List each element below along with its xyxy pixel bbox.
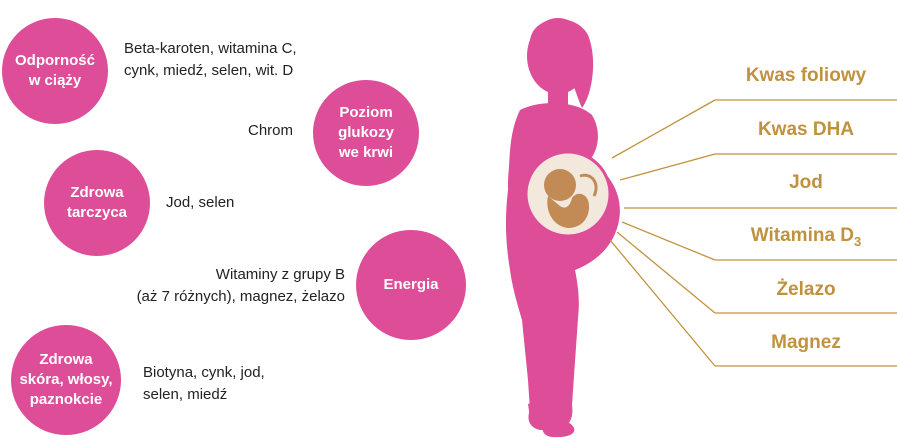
nutrient-witamina-d3-sub: 3 (854, 233, 862, 249)
desc-glukoza: Chrom (248, 122, 294, 139)
circle-tarczyca-label: Zdrowa tarczyca (66, 184, 128, 221)
circle-energia: Energia (356, 230, 466, 340)
desc-odpornosc: Beta-karoten, witamina C, cynk, miedź, s… (124, 40, 297, 79)
circle-skora: Zdrowa skóra, włosy, paznokcie (11, 325, 121, 435)
desc-skora: Biotyna, cynk, jod, selen, miedź (143, 364, 265, 403)
nutrient-kwas-foliowy: Kwas foliowy (745, 65, 867, 86)
nutrient-zelazo: Żelazo (776, 279, 836, 300)
nutrient-kwas-dha: Kwas DHA (757, 119, 855, 140)
circle-glukoza-label: Poziom glukozy we krwi (338, 104, 394, 161)
circle-energia-label: Energia (383, 276, 439, 293)
desc-energia: Witaminy z grupy B (aż 7 różnych), magne… (136, 266, 345, 305)
circle-odpornosc: Odporność w ciąży (2, 18, 108, 124)
nutrient-jod: Jod (789, 172, 823, 193)
nutrient-magnez: Magnez (771, 332, 841, 353)
circle-skora-label: Zdrowa skóra, włosy, paznokcie (19, 351, 113, 408)
nutrient-witamina-d3: Witamina D3 (750, 225, 862, 249)
circle-glukoza: Poziom glukozy we krwi (313, 80, 419, 186)
desc-tarczyca: Jod, selen (166, 194, 235, 211)
circle-odpornosc-label: Odporność w ciąży (14, 52, 95, 89)
fetus-icon (544, 169, 598, 228)
circle-tarczyca: Zdrowa tarczyca (44, 150, 150, 256)
